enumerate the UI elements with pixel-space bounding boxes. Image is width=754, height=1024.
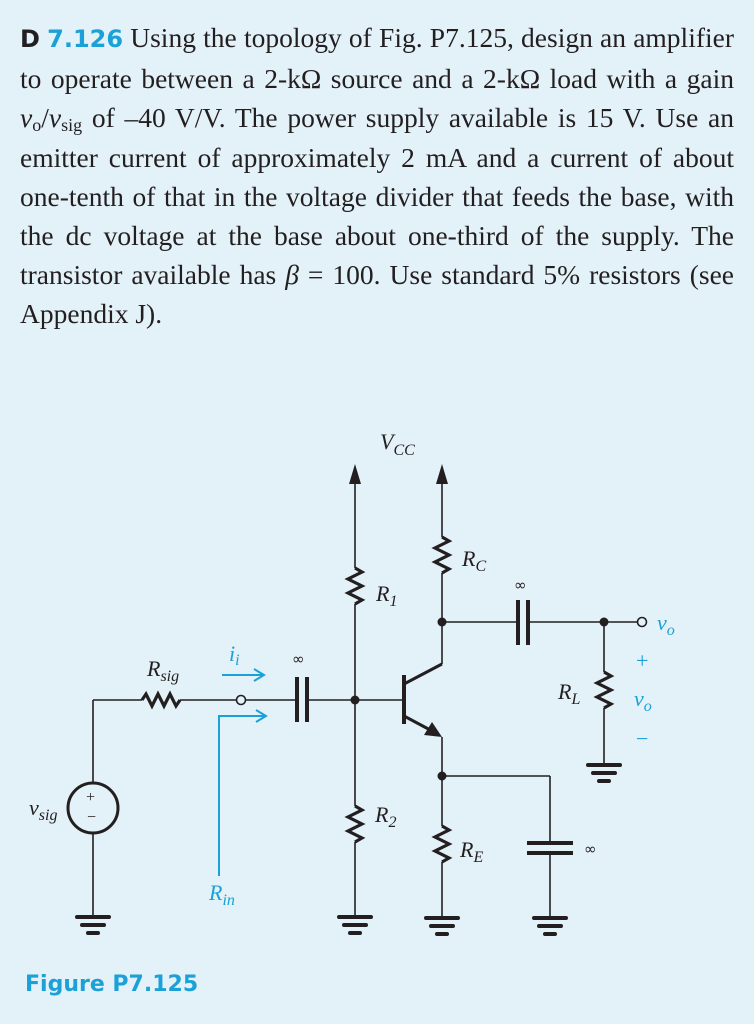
output-network: ∞ vo RL + vo − (442, 576, 675, 783)
vo-minus-sign: − (636, 726, 648, 751)
r2-label: R2 (374, 802, 396, 831)
rin-label: Rin (208, 880, 235, 909)
beta-symbol: β (285, 259, 299, 291)
r1-resistor (344, 566, 366, 606)
figure-caption: Figure P7.125 (25, 972, 199, 997)
gain-denominator: v (48, 102, 62, 134)
ground-vsig (75, 915, 111, 935)
rin-indicator-line (218, 715, 266, 876)
rin-arrow-head-icon (255, 709, 268, 723)
r1-label: R1 (375, 581, 397, 610)
npn-transistor (350, 662, 443, 776)
problem-text-1: Using the topology of Fig. P7.125, desig… (20, 22, 734, 95)
ground-bypass (532, 916, 568, 936)
vsig-source: + − (66, 781, 120, 835)
r1-branch: R1 (344, 464, 397, 806)
vsig-label: vsig (29, 795, 57, 824)
input-terminal (235, 694, 247, 706)
rl-resistor (593, 670, 615, 710)
vcc-label: VCC (380, 429, 415, 459)
gain-numerator-sub: o (32, 115, 42, 136)
vo-across-label: vo (634, 686, 652, 715)
rc-branch: RC (431, 464, 486, 664)
re-label: RE (459, 837, 483, 866)
gain-denominator-sub: sig (61, 115, 83, 136)
r2-branch: R2 (337, 802, 396, 935)
vsig-minus: − (87, 809, 96, 826)
ground-r2 (337, 915, 373, 935)
bypass-cap-infinity: ∞ (584, 840, 597, 858)
vo-plus-sign: + (636, 648, 648, 673)
input-cap-infinity: ∞ (292, 650, 305, 668)
emitter-arrow-icon (424, 722, 442, 737)
problem-text-3: = 100. Use standard 5% resistors (see Ap… (20, 259, 734, 330)
ground-re (424, 916, 460, 936)
transistor-collector (403, 662, 443, 686)
vcc-arrow-r1 (349, 464, 361, 484)
vcc-arrow-rc (436, 464, 448, 484)
rc-resistor (431, 535, 453, 575)
rsig-resistor (140, 690, 182, 710)
output-cap-infinity: ∞ (514, 576, 527, 594)
re-resistor (431, 824, 453, 864)
rsig-label: Rsig (146, 656, 179, 685)
problem-text-2: of –40 V/V. The power supply available i… (20, 102, 734, 291)
rc-label: RC (461, 546, 486, 575)
gain-numerator: v (20, 102, 33, 134)
output-terminal (636, 616, 648, 628)
input-network: Rsig ∞ + − vsig ii Rin (29, 641, 355, 935)
ii-arrow-head-icon (253, 668, 266, 682)
problem-number: 7.126 (47, 25, 124, 53)
problem-statement: D 7.126 Using the topology of Fig. P7.12… (20, 18, 734, 334)
ii-label: ii (229, 641, 240, 669)
vo-terminal-label: vo (657, 610, 675, 639)
vsig-plus: + (86, 789, 95, 806)
gain-slash: / (41, 102, 49, 134)
r2-resistor (344, 804, 366, 844)
emitter-network: RE ∞ (424, 771, 597, 936)
rl-label: RL (557, 679, 580, 708)
design-marker: D (20, 25, 40, 53)
ground-rl (586, 763, 622, 783)
